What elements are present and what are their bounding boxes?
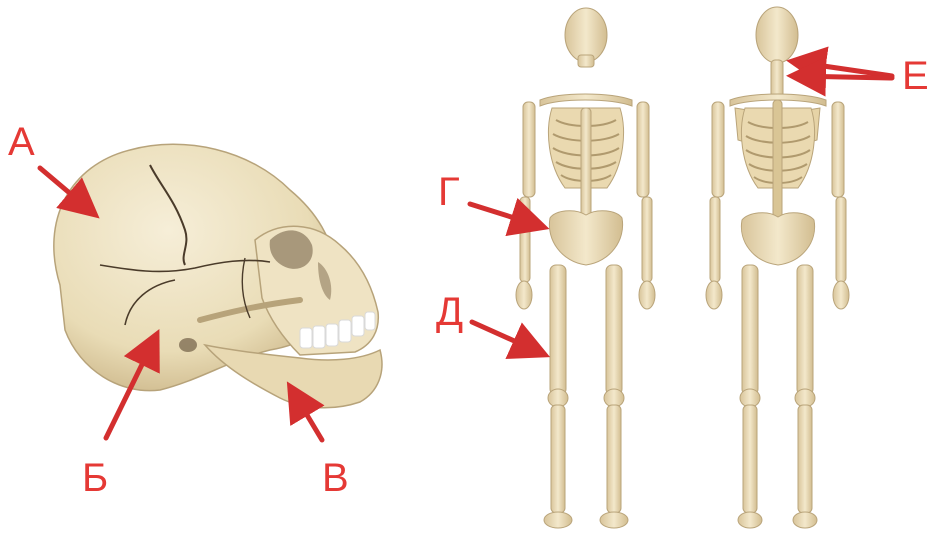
label-g: Г [438, 172, 460, 212]
arrow-d [472, 322, 541, 353]
skeleton-front-illustration [516, 8, 655, 528]
label-e: Е [902, 56, 929, 96]
label-v: В [322, 458, 349, 498]
label-a: А [8, 122, 35, 162]
skull-illustration [54, 144, 382, 407]
label-d: Д [436, 292, 463, 332]
arrow-e-bottom [796, 76, 892, 78]
label-b: Б [82, 458, 108, 498]
skeleton-back-illustration [706, 7, 849, 528]
